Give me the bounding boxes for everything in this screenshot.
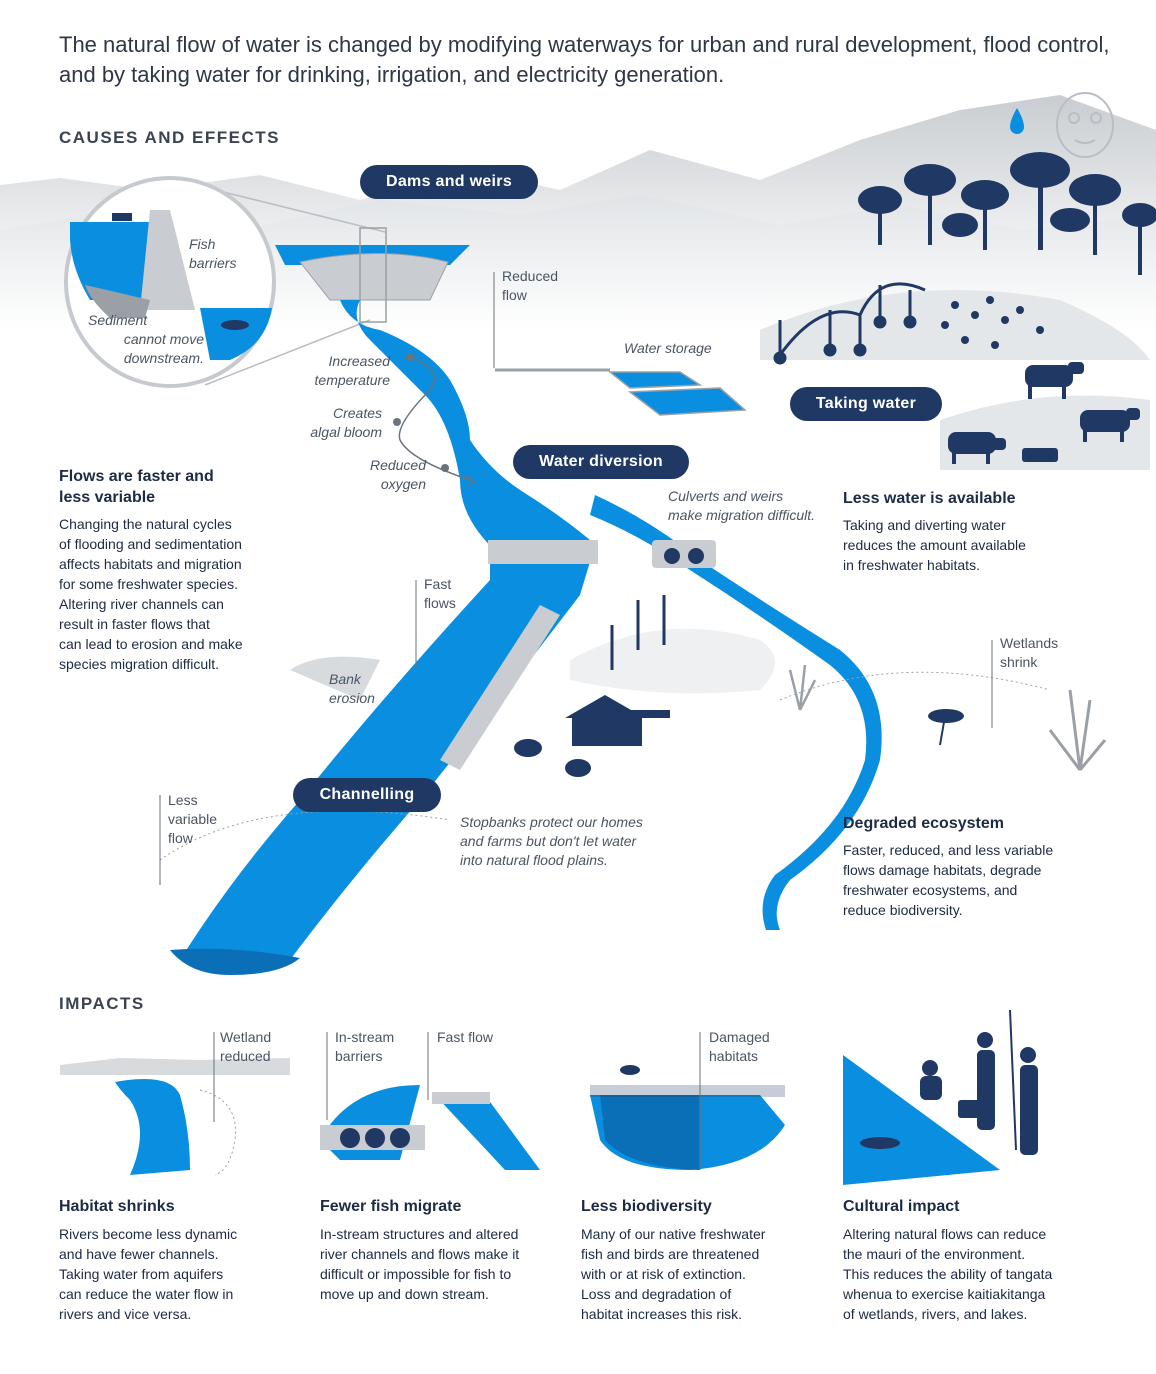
water-storage-label: Water storage	[624, 340, 712, 356]
farm-hill	[760, 290, 1150, 360]
magnifier-downstream	[200, 308, 272, 360]
cultural-impact-heading: Cultural impact	[843, 1198, 960, 1215]
impacts-section-title: IMPACTS	[59, 994, 145, 1013]
magnifier-reservoir	[70, 222, 160, 300]
water-drop-icon	[1010, 108, 1024, 134]
tiki-face-icon	[1056, 92, 1114, 158]
river-mouth	[170, 948, 300, 975]
channelled-river	[180, 545, 595, 960]
impact-biodiversity-illustration	[590, 1032, 785, 1170]
impact-habitat-illustration	[60, 1032, 290, 1176]
pig	[514, 739, 542, 757]
dams-and-weirs-pill: Dams and weirs	[360, 165, 538, 199]
taking-water-pill: Taking water	[790, 387, 942, 421]
habitat-shrinks-heading: Habitat shrinks	[59, 1198, 175, 1215]
stopbank	[440, 605, 560, 770]
impact-fish-illustration	[320, 1032, 540, 1170]
native-forest	[858, 152, 1156, 275]
crop-seedlings	[941, 296, 1044, 349]
causes-section-title: CAUSES AND EFFECTS	[59, 128, 280, 147]
cattle	[948, 362, 1140, 464]
magnifier-sediment	[85, 285, 150, 318]
grass-tuft	[788, 664, 817, 711]
midground-hills	[0, 195, 1156, 330]
channelling-pill: Channelling	[293, 778, 441, 812]
flood-plain-outline	[159, 810, 451, 861]
fast-flow-label: Fast flow	[437, 1029, 494, 1045]
intro-text: The natural flow of water is changed by …	[59, 32, 1110, 87]
wetland-plant	[1048, 689, 1107, 771]
degraded-ecosystem-heading: Degraded ecosystem	[843, 815, 1004, 832]
corn-crops	[610, 595, 666, 670]
less-biodiversity-heading: Less biodiversity	[581, 1198, 712, 1215]
culvert-structure	[652, 540, 716, 568]
crop-hill	[570, 628, 775, 694]
pig	[565, 759, 591, 777]
fewer-fish-heading: Fewer fish migrate	[320, 1198, 462, 1215]
effects-arrow	[398, 356, 471, 481]
farm-house	[565, 695, 670, 746]
pivot-irrigator	[773, 282, 926, 365]
water-storage-ponds	[607, 371, 747, 416]
main-river	[340, 300, 590, 555]
impact-cultural-illustration	[843, 1009, 1038, 1185]
water-diversion-pill: Water diversion	[513, 445, 689, 479]
magnifier-dam-wall	[140, 210, 195, 310]
bank-erosion-slope	[290, 656, 380, 700]
heron	[928, 709, 964, 746]
less-water-heading: Less water is available	[843, 490, 1016, 507]
dam-structure	[299, 253, 449, 301]
weir	[488, 540, 598, 564]
